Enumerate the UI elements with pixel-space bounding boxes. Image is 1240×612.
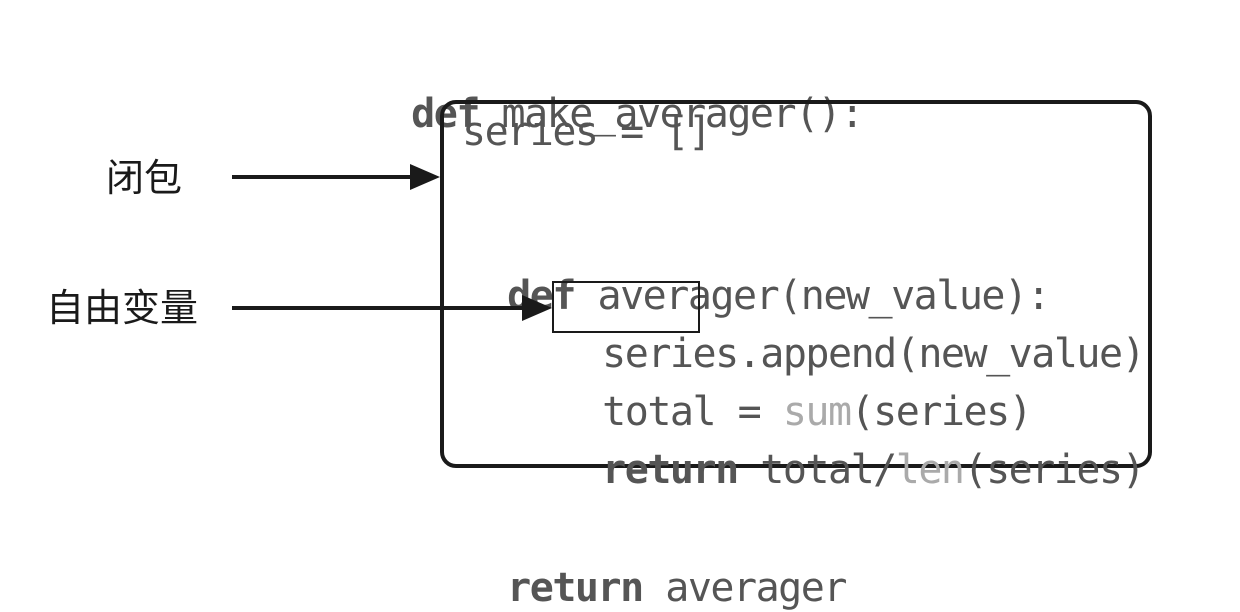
outer-def-line: def make_averager(): bbox=[366, 42, 865, 138]
inner-def-signature: averager(new_value): bbox=[597, 273, 1051, 319]
len-builtin: len bbox=[895, 447, 965, 493]
outer-def-signature: make_averager(): bbox=[501, 91, 865, 137]
closure-box bbox=[440, 100, 1152, 468]
free-variable-label: 自由变量 bbox=[46, 286, 199, 330]
free-variable-highlight-box bbox=[552, 281, 700, 333]
sum-builtin: sum bbox=[782, 389, 852, 435]
total-line: total = sum(series) bbox=[557, 340, 1033, 436]
append-call: .append(new_value) bbox=[737, 331, 1146, 377]
free-variable-arrow bbox=[232, 295, 552, 321]
sum-args: (series) bbox=[850, 389, 1033, 435]
closure-label: 闭包 bbox=[106, 156, 183, 200]
len-args: (series) bbox=[963, 447, 1146, 493]
total-assign: total = bbox=[602, 389, 783, 435]
inner-return-keyword: return bbox=[602, 447, 739, 493]
inner-return-line: return total/len(series) bbox=[557, 398, 1146, 494]
series-init-line: series = [] bbox=[462, 109, 712, 155]
inner-return-expr: total/ bbox=[737, 447, 897, 493]
closure-arrow bbox=[232, 164, 440, 190]
free-variable-series: series bbox=[602, 331, 739, 377]
append-line: series.append(new_value) bbox=[557, 282, 1146, 378]
annotation-arrows bbox=[232, 164, 552, 321]
